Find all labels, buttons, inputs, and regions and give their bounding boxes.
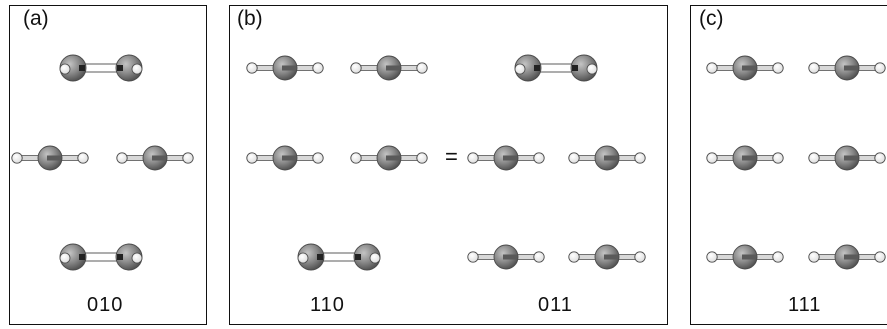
- hydrogen-atom: [772, 62, 784, 74]
- hydrogen-atom: [634, 251, 646, 263]
- molecule-111-4: [808, 145, 886, 171]
- hydrogen-atom: [772, 152, 784, 164]
- triple-bond-shadow: [503, 155, 517, 161]
- hydrogen-atom: [59, 252, 71, 264]
- molecule-110-5: [297, 243, 381, 271]
- molecule-111-5: [706, 244, 784, 270]
- hydrogen-atom: [131, 252, 143, 264]
- hydrogen-atom: [416, 152, 428, 164]
- bond-dark-end: [355, 254, 361, 260]
- hydrogen-atom: [131, 63, 143, 75]
- hydrogen-atom: [808, 62, 820, 74]
- triple-bond-shadow: [47, 155, 61, 161]
- molecule-111-1: [706, 55, 784, 81]
- molecule-110-1: [246, 55, 324, 81]
- hydrogen-atom: [772, 251, 784, 263]
- hydrogen-atom: [533, 251, 545, 263]
- panel-b: [229, 5, 668, 325]
- molecule-a-bottom: [59, 243, 143, 271]
- hydrogen-atom: [874, 152, 886, 164]
- bond-dark-end: [117, 254, 123, 260]
- triple-bond-shadow: [844, 155, 858, 161]
- caption-010: 010: [87, 294, 124, 316]
- molecule-011-4: [467, 244, 545, 270]
- hydrogen-atom: [514, 63, 526, 75]
- hydrogen-atom: [706, 62, 718, 74]
- triple-bond-shadow: [844, 65, 858, 71]
- hydrogen-atom: [312, 62, 324, 74]
- hydrogen-atom: [706, 152, 718, 164]
- hydrogen-atom: [533, 152, 545, 164]
- triple-bond-shadow: [604, 254, 618, 260]
- hydrogen-atom: [11, 152, 23, 164]
- panel-a-label: (a): [23, 7, 49, 30]
- molecule-110-4: [350, 145, 428, 171]
- hydrogen-atom: [246, 62, 258, 74]
- molecule-011-2: [467, 145, 545, 171]
- hydrogen-atom: [182, 152, 194, 164]
- molecule-011-5: [568, 244, 646, 270]
- molecule-111-2: [808, 55, 886, 81]
- hydrogen-atom: [874, 251, 886, 263]
- hydrogen-atom: [59, 63, 71, 75]
- hydrogen-atom: [467, 152, 479, 164]
- hydrogen-atom: [350, 152, 362, 164]
- hydrogen-atom: [116, 152, 128, 164]
- hydrogen-atom: [416, 62, 428, 74]
- triple-bond-shadow: [386, 65, 400, 71]
- molecule-011-1: [514, 54, 598, 82]
- caption-110: 110: [310, 294, 345, 316]
- hydrogen-atom: [312, 152, 324, 164]
- bond-dark-end: [534, 65, 540, 71]
- hydrogen-atom: [634, 152, 646, 164]
- triple-bond-shadow: [386, 155, 400, 161]
- hydrogen-atom: [297, 252, 309, 264]
- panel-c-label: (c): [699, 7, 724, 30]
- bond-dark-end: [79, 254, 85, 260]
- molecule-111-6: [808, 244, 886, 270]
- molecule-a-top: [59, 54, 143, 82]
- hydrogen-atom: [568, 251, 580, 263]
- triple-bond-shadow: [742, 65, 756, 71]
- bond-dark-end: [117, 65, 123, 71]
- triple-bond-shadow: [282, 65, 296, 71]
- hydrogen-atom: [706, 251, 718, 263]
- hydrogen-atom: [568, 152, 580, 164]
- molecule-a-left: [11, 145, 89, 171]
- bond-dark-end: [79, 65, 85, 71]
- caption-111: 111: [788, 294, 822, 316]
- hydrogen-atom: [246, 152, 258, 164]
- hydrogen-atom: [808, 251, 820, 263]
- triple-bond-shadow: [503, 254, 517, 260]
- triple-bond-shadow: [282, 155, 296, 161]
- hydrogen-atom: [874, 62, 886, 74]
- bond-dark-end: [317, 254, 323, 260]
- bond-dark-end: [572, 65, 578, 71]
- hydrogen-atom: [586, 63, 598, 75]
- triple-bond-shadow: [742, 155, 756, 161]
- hydrogen-atom: [369, 252, 381, 264]
- hydrogen-atom: [77, 152, 89, 164]
- hydrogen-atom: [467, 251, 479, 263]
- hydrogen-atom: [808, 152, 820, 164]
- triple-bond-shadow: [152, 155, 166, 161]
- panel-b-label: (b): [237, 7, 263, 30]
- molecule-111-3: [706, 145, 784, 171]
- triple-bond-shadow: [742, 254, 756, 260]
- molecule-110-3: [246, 145, 324, 171]
- triple-bond-shadow: [844, 254, 858, 260]
- molecule-110-2: [350, 55, 428, 81]
- molecule-011-3: [568, 145, 646, 171]
- molecule-a-right: [116, 145, 194, 171]
- equals-sign: =: [445, 144, 458, 169]
- hydrogen-atom: [350, 62, 362, 74]
- caption-011: 011: [538, 294, 573, 316]
- triple-bond-shadow: [604, 155, 618, 161]
